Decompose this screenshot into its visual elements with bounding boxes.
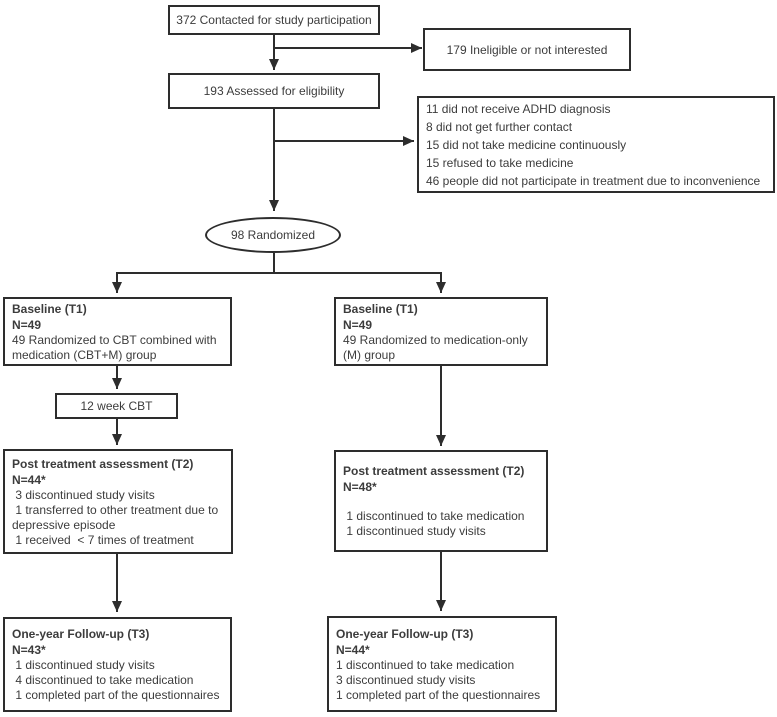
node-detail-line: 1 discontinued study visits [343,524,486,538]
node-title: Baseline (T1) [343,301,418,316]
node-detail-line: 1 completed part of the questionnaires [12,688,220,702]
node-detail-line: 1 discontinued to take medication [336,657,515,672]
node-post-m: Post treatment assessment (T2) N=48* 1 d… [334,450,548,552]
node-body: 49 Randomized to CBT combined with medic… [12,332,220,362]
node-n-count: N=49 [343,317,373,332]
node-detail-line: 1 discontinued to take medication [343,509,525,523]
node-detail-line: 3 discontinued study visits [12,487,155,502]
exclusion-line: 11 did not receive ADHD diagnosis [426,101,611,116]
exclusion-line: 15 did not take medicine continuously [426,137,627,152]
node-title: One-year Follow-up (T3) [12,627,150,641]
node-contacted-label: 372 Contacted for study participation [176,13,372,27]
node-n-count: N=49 [12,317,42,332]
node-detail-line: 1 discontinued study visits [12,658,155,672]
exclusion-line: 15 refused to take medicine [426,155,574,170]
node-title: Post treatment assessment (T2) [343,464,525,478]
node-n-count: N=44* [336,642,370,657]
node-assessed: 193 Assessed for eligibility [168,73,380,109]
node-exclusion-reasons: 11 did not receive ADHD diagnosis 8 did … [417,96,775,193]
node-post-cbtm: Post treatment assessment (T2) N=44* 3 d… [3,449,233,554]
node-cbt-12week: 12 week CBT [55,393,178,419]
exclusion-line: 46 people did not participate in treatme… [426,173,761,188]
node-n-count: N=43* [12,643,46,657]
node-contacted: 372 Contacted for study participation [168,5,380,35]
node-detail-line: 1 completed part of the questionnaires [336,687,541,702]
node-ineligible: 179 Ineligible or not interested [423,28,631,71]
node-title: One-year Follow-up (T3) [336,626,474,641]
node-n-count: N=44* [12,472,46,487]
node-body: 49 Randomized to medication-only (M) gro… [343,332,532,362]
node-detail-line: 3 discontinued study visits [336,672,476,687]
node-detail-line: 1 received < 7 times of treatment [12,532,194,547]
node-randomized-label: 98 Randomized [230,228,316,242]
node-randomized: 98 Randomized [205,217,341,253]
node-assessed-label: 193 Assessed for eligibility [203,84,345,98]
node-detail-line: 1 transferred to other treatment due to … [12,502,222,532]
node-followup-cbtm: One-year Follow-up (T3) N=43* 1 disconti… [3,617,232,712]
node-ineligible-label: 179 Ineligible or not interested [446,42,608,57]
node-cbt-12week-label: 12 week CBT [80,399,153,413]
node-title: Baseline (T1) [12,301,87,316]
node-baseline-cbtm: Baseline (T1) N=49 49 Randomized to CBT … [3,297,232,366]
node-followup-m: One-year Follow-up (T3) N=44* 1 disconti… [327,616,557,712]
node-baseline-m: Baseline (T1) N=49 49 Randomized to medi… [334,297,548,366]
node-n-count: N=48* [343,480,377,494]
exclusion-line: 8 did not get further contact [426,119,573,134]
node-title: Post treatment assessment (T2) [12,456,194,471]
node-detail-line: 4 discontinued to take medication [12,673,194,687]
